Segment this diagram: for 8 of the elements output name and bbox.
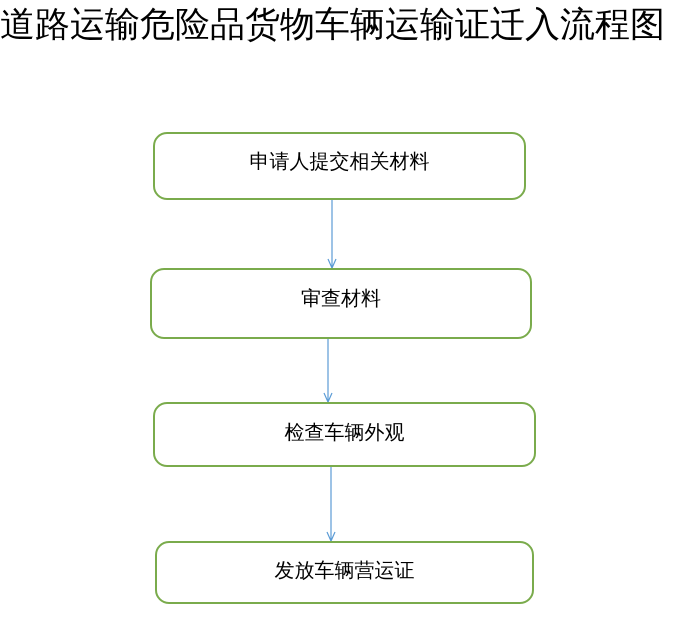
- process-box: 申请人提交相关材料: [153, 132, 526, 200]
- arrow: [323, 339, 333, 403]
- process-box: 检查车辆外观: [153, 402, 536, 467]
- title: 道路运输危险品货物车辆运输证迁入流程图: [0, 4, 665, 46]
- process-box: 审查材料: [150, 268, 532, 339]
- arrow: [327, 200, 337, 269]
- arrow: [326, 467, 336, 542]
- process-box: 发放车辆营运证: [155, 541, 534, 604]
